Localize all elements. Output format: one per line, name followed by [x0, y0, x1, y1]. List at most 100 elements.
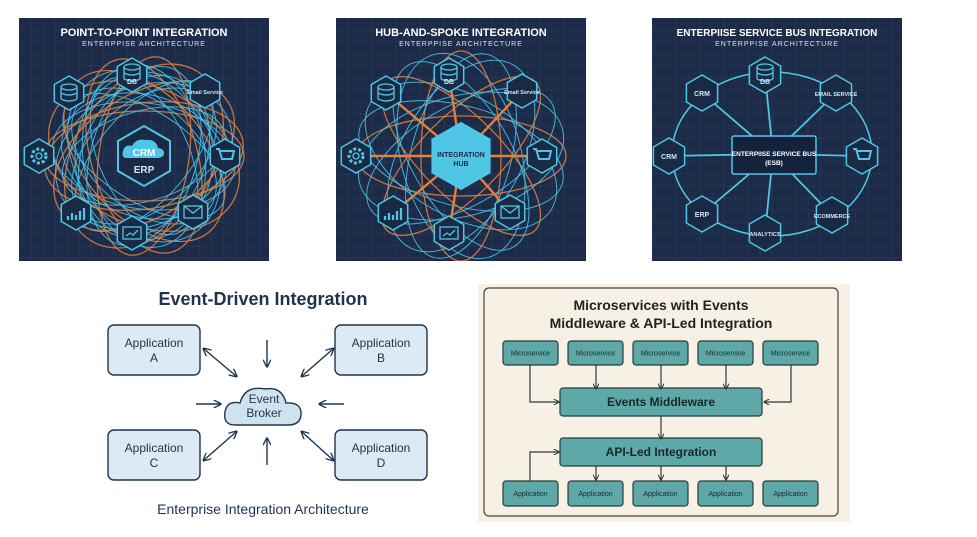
hexagon	[685, 74, 719, 112]
system-node: CRM	[685, 74, 719, 112]
hexagon	[377, 195, 409, 231]
system-node: CRM	[652, 137, 686, 175]
application-box-label: Application	[513, 491, 547, 498]
application-name: Application	[125, 441, 184, 455]
event-arrows	[196, 340, 344, 465]
gear-icon	[30, 147, 48, 165]
node-label: CRM	[694, 91, 710, 98]
hexagon	[819, 74, 853, 112]
microservice-box: Microservice	[697, 340, 754, 366]
hexagon	[189, 73, 221, 109]
system-node	[494, 194, 526, 230]
system-node	[433, 215, 465, 251]
hexagon	[370, 75, 402, 111]
application-letter: B	[377, 351, 385, 365]
hexagon	[494, 194, 526, 230]
micro-title-line2: Middleware & API-Led Integration	[550, 315, 773, 331]
diagram-title: ENTERPIISE SERVICE BUS INTEGRATION	[677, 28, 878, 39]
system-node	[177, 194, 209, 230]
center-hexagon	[431, 121, 491, 191]
center-label: INTEGRATION	[437, 152, 485, 159]
esb-label: (ESB)	[765, 160, 783, 167]
application-box-label: Application	[643, 491, 677, 498]
application-name: Application	[352, 336, 411, 350]
events-middleware-box-label: Events Middleware	[607, 395, 715, 409]
application-letter: C	[150, 456, 159, 470]
esb-box	[731, 135, 817, 175]
system-node	[526, 138, 558, 174]
mail-icon	[500, 205, 520, 219]
cloud-icon	[122, 139, 165, 158]
application-name: Application	[125, 336, 184, 350]
connection-lines	[43, 56, 245, 256]
hexagon	[116, 215, 148, 251]
system-node	[116, 215, 148, 251]
diagram-title: HUB-AND-SPOKE INTEGRATION	[375, 27, 547, 39]
event-footer: Enterprise Integration Architecture	[157, 501, 369, 517]
microservice-box-label: Microservice	[771, 350, 810, 357]
microservice-box: Microservice	[762, 340, 819, 366]
micro-arrows	[529, 365, 792, 481]
hub-and-spoke-diagram: HUB-AND-SPOKE INTEGRATION ENTERPPISE ARCH…	[336, 18, 586, 261]
hexagon	[177, 194, 209, 230]
hexagon	[23, 138, 55, 174]
event-driven-diagram: Event-Driven Integration ApplicationAApp…	[107, 289, 428, 517]
mail-icon	[183, 205, 203, 219]
system-node: ANALYTICS	[748, 214, 782, 252]
node-label: ERP	[695, 212, 710, 219]
bar-chart-icon	[66, 208, 86, 220]
events-middleware-box: Events Middleware	[559, 387, 763, 417]
hexagon	[845, 137, 879, 175]
dashboard-icon	[439, 226, 459, 240]
hexagon	[815, 196, 849, 234]
hexagon	[748, 214, 782, 252]
microservice-box-label: Microservice	[641, 350, 680, 357]
application-box: Application	[502, 480, 559, 507]
svg-text:Event: Event	[249, 392, 280, 406]
system-node: DB	[748, 56, 782, 94]
esb-diagram: ENTERPIISE SERVICE BUS INTEGRATION ENTERP…	[652, 18, 902, 261]
system-node: Email Service	[187, 73, 223, 109]
event-title: Event-Driven Integration	[158, 289, 367, 309]
node-label: DB	[127, 79, 137, 86]
node-label: DB	[444, 79, 454, 86]
system-node	[60, 195, 92, 231]
hexagon	[433, 215, 465, 251]
microservice-box: Microservice	[502, 340, 559, 366]
hexagon	[53, 75, 85, 111]
center-label: CRM	[133, 148, 156, 159]
node-label: Email Service	[504, 90, 540, 96]
diagram-subtitle: ENTERPPISE ARCHITECTURE	[399, 41, 523, 48]
cart-icon	[853, 148, 873, 164]
system-node	[53, 75, 85, 111]
diagram-subtitle: ENTERPPISE ARCHITECTURE	[82, 41, 206, 48]
dashboard-icon	[122, 226, 142, 240]
hexagon	[506, 73, 538, 109]
application-box-label: Application	[708, 491, 742, 498]
event-broker: Event Broker	[224, 387, 302, 426]
gear-icon	[347, 147, 365, 165]
node-label: ANALYTICS	[750, 232, 781, 238]
application-letter: A	[150, 351, 158, 365]
api-led-integration-box-label: API-Led Integration	[606, 445, 717, 459]
microservices-diagram: Microservices with Events Middleware & A…	[478, 284, 850, 522]
system-node: EMAIL SERVICE	[815, 74, 858, 112]
application-box: Application	[567, 480, 624, 507]
system-node: DB	[116, 57, 148, 93]
svg-text:Broker: Broker	[246, 406, 281, 420]
esb-label: ENTERPIISE SERVICE BUS	[732, 151, 817, 158]
system-node	[23, 138, 55, 174]
microservice-box-label: Microservice	[511, 350, 550, 357]
application-box-label: Application	[773, 491, 807, 498]
node-label: ECOMMERCE	[814, 214, 851, 220]
system-node	[340, 138, 372, 174]
center-label: HUB	[453, 161, 468, 168]
microservice-box: Microservice	[632, 340, 689, 366]
system-node	[209, 138, 241, 174]
node-label: DB	[760, 79, 770, 86]
